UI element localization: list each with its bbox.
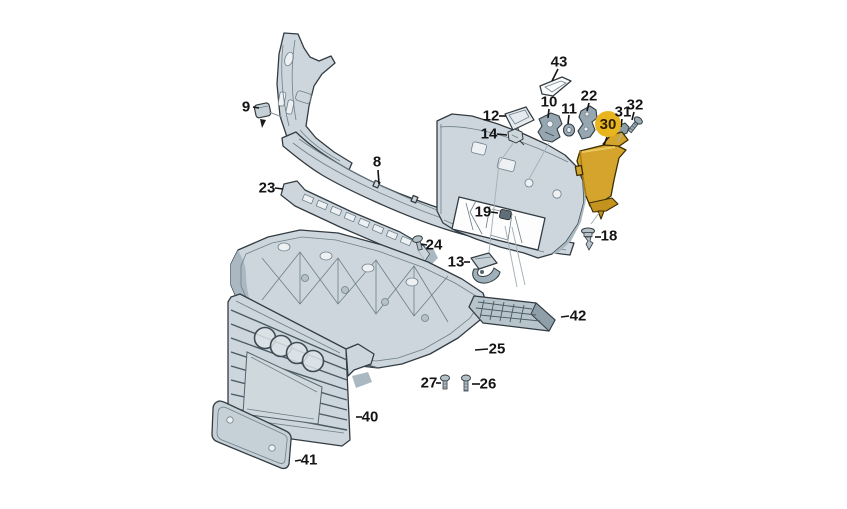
bracket-part-22 — [577, 105, 598, 140]
fog-light-grille-part — [468, 295, 556, 332]
screw-part-24 — [412, 235, 423, 251]
trim-strip-part-43 — [539, 76, 572, 97]
part-label-27: 27 — [420, 374, 438, 392]
part-label-41: 41 — [300, 451, 318, 469]
part-label-26: 26 — [479, 375, 497, 393]
part-label-19: 19 — [474, 203, 492, 221]
part-label-23: 23 — [258, 179, 276, 197]
part-label-25: 25 — [488, 340, 506, 358]
grommet-part-11 — [562, 123, 576, 137]
part-label-24: 24 — [425, 236, 443, 254]
highlighted-bracket-part-30 — [574, 131, 629, 220]
sensor-clip-part-19 — [499, 209, 512, 221]
part-label-12: 12 — [482, 107, 500, 125]
bracket-part-10 — [537, 112, 563, 143]
part-label-8: 8 — [372, 153, 382, 171]
part-label-14: 14 — [480, 125, 498, 143]
screw-part-26 — [461, 374, 471, 392]
part-label-9: 9 — [241, 98, 251, 116]
part-label-43: 43 — [550, 53, 568, 71]
part-label-32: 32 — [626, 96, 644, 114]
retaining-clip-part-14 — [507, 128, 525, 146]
part-label-40: 40 — [361, 408, 379, 426]
reference-lines — [268, 111, 623, 288]
tow-hook-cover-part — [253, 102, 272, 128]
washer-nozzle-part — [470, 252, 501, 284]
lower-grille-strip-part — [280, 180, 438, 266]
part-label-11: 11 — [561, 100, 577, 118]
part-label-13: 13 — [447, 253, 465, 271]
screw-part-27 — [440, 374, 450, 390]
part-label-22: 22 — [580, 87, 598, 105]
screw-part-32 — [627, 116, 643, 134]
bumper-cover-part — [276, 32, 586, 259]
push-rivet-part-18 — [581, 227, 595, 251]
license-plate-base-part — [211, 400, 292, 470]
part-label-42: 42 — [569, 307, 587, 325]
part-label-10: 10 — [540, 93, 558, 111]
label-leader-lines — [252, 68, 635, 462]
part-label-31: 31 — [614, 103, 632, 121]
audi-rings-emblem — [253, 326, 325, 373]
part-label-18: 18 — [600, 227, 618, 245]
radiator-grille-part — [227, 293, 375, 447]
part-label-30-highlighted-badge: 30 — [595, 111, 621, 137]
